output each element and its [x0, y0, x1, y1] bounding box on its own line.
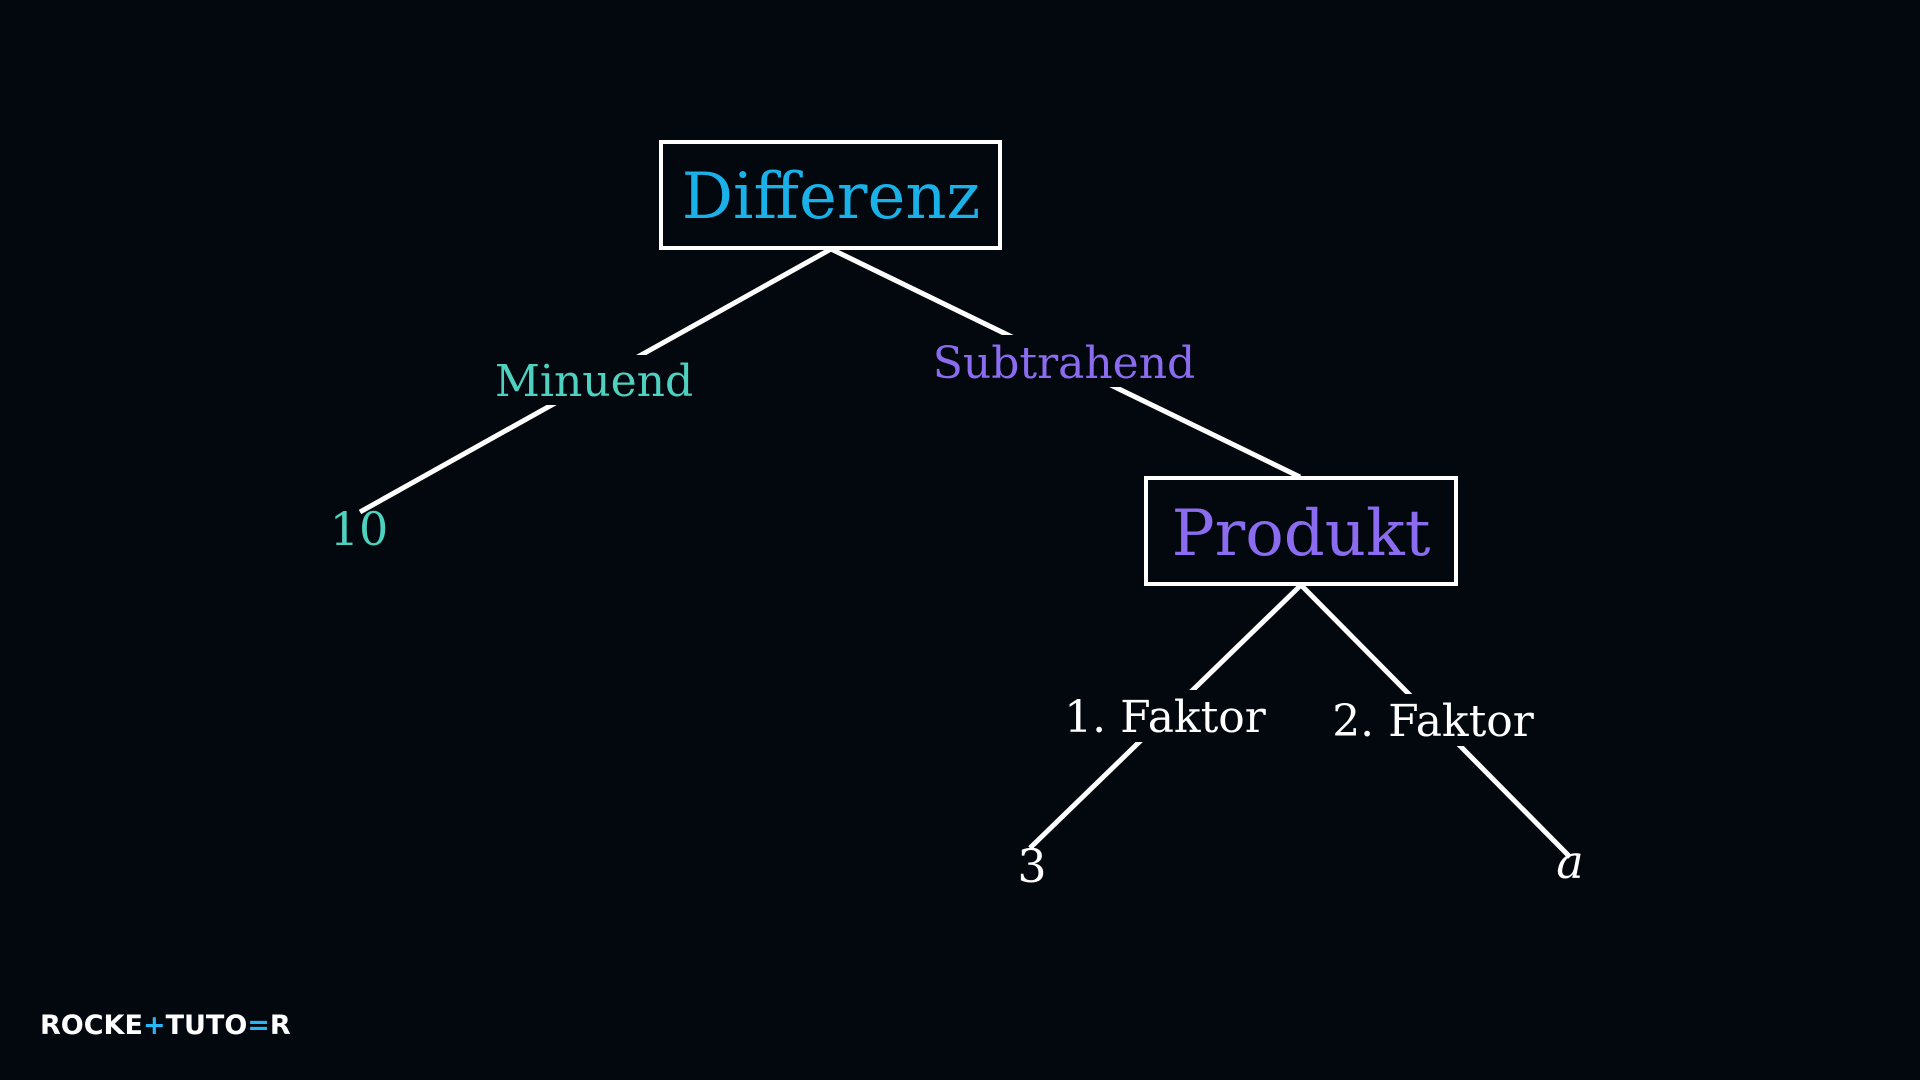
factor2-value: a	[1556, 835, 1583, 889]
product-node-box	[1144, 476, 1458, 586]
product-node-label: Produkt	[1172, 497, 1431, 571]
factor2-label-bg	[1334, 694, 1534, 746]
rocketutor-logo: ROCKE+TUTO=R	[40, 1010, 291, 1041]
factor2-edge-label: 2. Faktor	[1332, 696, 1535, 747]
subtrahend-label-bg	[938, 335, 1190, 387]
subtrahend-edge-label: Subtrahend	[933, 338, 1195, 389]
minuend-value: 10	[330, 502, 389, 556]
factor1-edge-label: 1. Faktor	[1064, 692, 1267, 743]
factor1-value: 3	[1017, 839, 1046, 893]
minuend-edge-label: Minuend	[495, 356, 693, 407]
root-node-box	[659, 140, 1002, 250]
minuend-label-bg	[498, 355, 690, 405]
factor1-label-bg	[1066, 690, 1266, 742]
root-node-label: Differenz	[682, 160, 981, 234]
